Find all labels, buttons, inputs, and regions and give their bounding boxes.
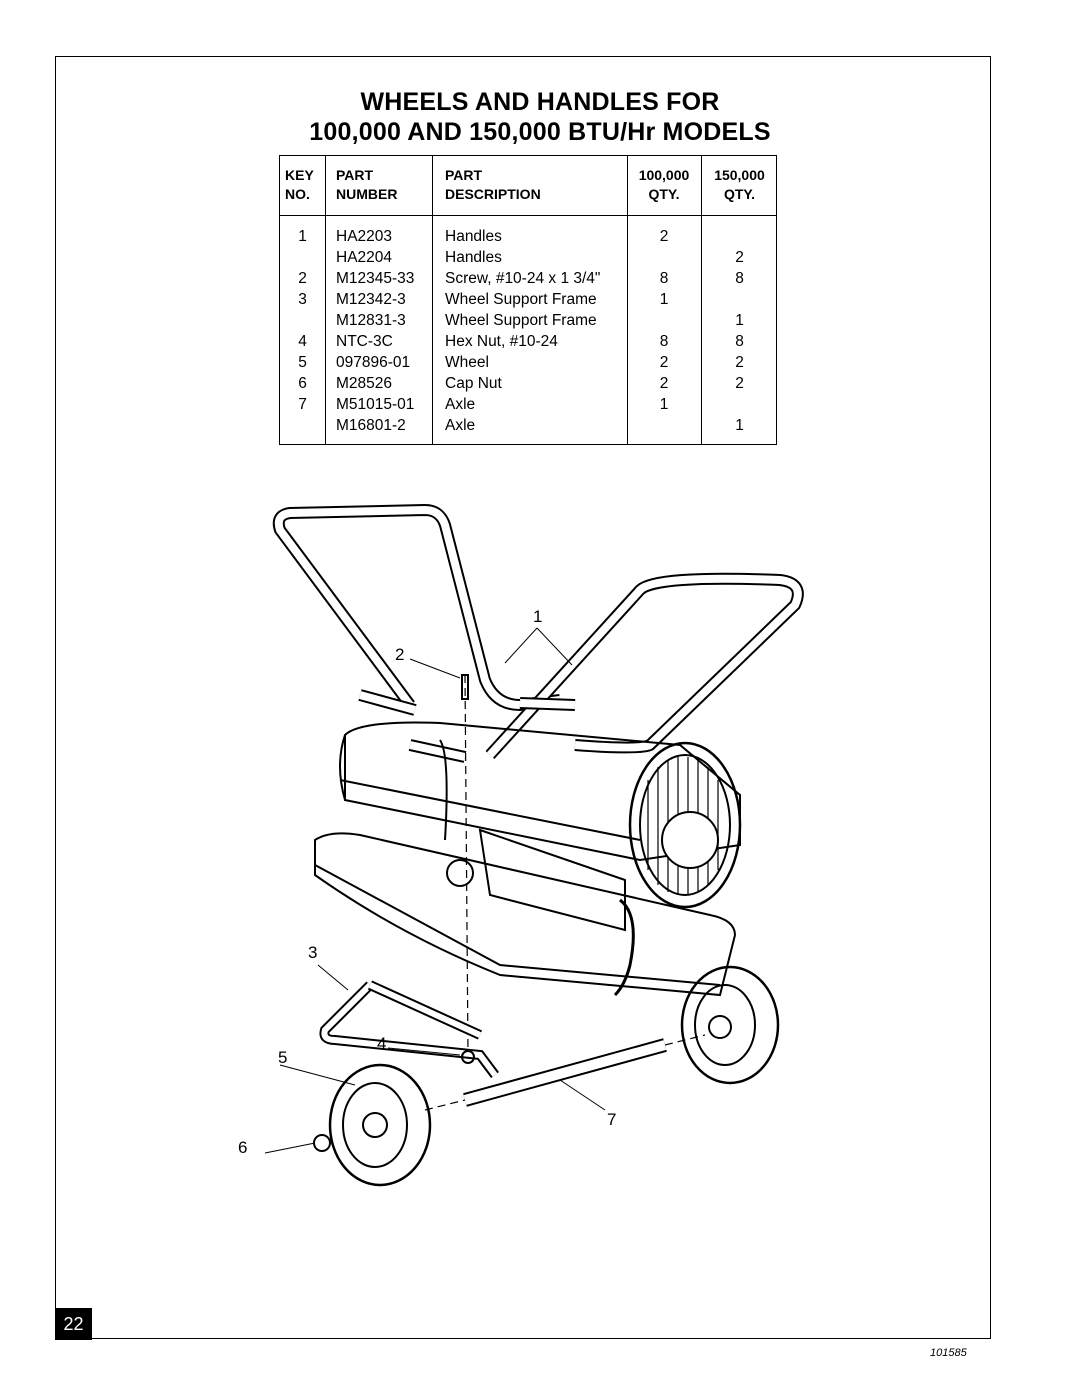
header-key: KEY NO. xyxy=(285,166,314,204)
header-key-line2: NO. xyxy=(285,186,310,202)
header-part-number: PART NUMBER xyxy=(336,166,397,204)
callout-5: 5 xyxy=(278,1048,288,1067)
table-cell-q100: 2 xyxy=(659,354,669,371)
table-cell-key: 5 xyxy=(298,354,307,371)
header-qty-100-line1: 100,000 xyxy=(638,167,690,183)
table-cell-part: M12342-3 xyxy=(336,291,406,308)
fuel-tank xyxy=(314,832,737,997)
table-cell-desc: Axle xyxy=(445,396,476,413)
column-divider xyxy=(432,156,433,444)
table-cell-part: M12831-3 xyxy=(336,312,406,329)
table-cell-key: 2 xyxy=(298,270,307,287)
column-divider xyxy=(325,156,326,444)
table-cell-desc: Handles xyxy=(445,249,502,266)
hex-nut xyxy=(461,1050,475,1064)
header-qty-150-line1: 150,000 xyxy=(714,167,765,183)
header-description: PART DESCRIPTION xyxy=(445,166,541,204)
header-description-line2: DESCRIPTION xyxy=(445,186,541,202)
table-cell-key: 6 xyxy=(298,375,307,392)
column-divider xyxy=(701,156,702,444)
header-qty-100: 100,000 QTY. xyxy=(627,166,701,204)
table-cell-desc: Wheel Support Frame xyxy=(445,291,597,308)
page-frame xyxy=(55,56,991,1339)
left-wheel xyxy=(328,1063,432,1187)
table-cell-key: 4 xyxy=(298,333,307,350)
table-cell-desc: Handles xyxy=(445,228,502,245)
table-cell-q150: 8 xyxy=(735,270,744,287)
table-cell-key: 3 xyxy=(298,291,307,308)
left-handle xyxy=(272,503,561,712)
table-cell-desc: Wheel Support Frame xyxy=(445,312,597,329)
fan-grille xyxy=(628,741,742,909)
table-cell-q150: 2 xyxy=(735,249,744,266)
table-cell-part: HA2204 xyxy=(336,249,393,266)
header-description-line1: PART xyxy=(445,167,483,183)
table-cell-q100: 2 xyxy=(659,375,669,392)
table-cell-desc: Screw, #10-24 x 1 3/4" xyxy=(445,270,601,287)
table-cell-part: NTC-3C xyxy=(336,333,393,350)
table-cell-q100: 8 xyxy=(659,333,669,350)
table-cell-q150: 1 xyxy=(735,312,744,329)
page-number: 22 xyxy=(55,1308,92,1340)
callout-4: 4 xyxy=(377,1034,387,1053)
table-cell-q150: 2 xyxy=(735,354,744,371)
table-cell-q100: 1 xyxy=(659,291,669,308)
table-cell-q150: 2 xyxy=(735,375,744,392)
header-qty-150-line2: QTY. xyxy=(723,186,756,202)
table-cell-q100: 1 xyxy=(659,396,669,413)
table-cell-q150: 1 xyxy=(735,417,744,434)
table-cell-key: 1 xyxy=(298,228,307,245)
table-cell-q100: 8 xyxy=(659,270,669,287)
column-divider xyxy=(627,156,628,444)
header-part-number-line1: PART xyxy=(336,167,374,183)
table-cell-part: M28526 xyxy=(336,375,393,392)
cap-nut xyxy=(313,1134,331,1152)
header-part-number-line2: NUMBER xyxy=(336,186,398,202)
callout-2: 2 xyxy=(395,645,405,664)
table-cell-desc: Wheel xyxy=(445,354,489,371)
table-cell-desc: Cap Nut xyxy=(445,375,502,392)
heater-body xyxy=(344,721,741,862)
table-cell-part: M12345-33 xyxy=(336,270,415,287)
callout-3: 3 xyxy=(308,943,318,962)
callout-7: 7 xyxy=(607,1110,617,1129)
table-cell-desc: Axle xyxy=(445,417,476,434)
header-key-line1: KEY xyxy=(285,167,314,183)
page-subtitle: 100,000 AND 150,000 BTU/Hr MODELS xyxy=(309,118,771,146)
header-qty-100-line2: QTY. xyxy=(648,186,680,202)
table-cell-part: M16801-2 xyxy=(336,417,406,434)
table-cell-part: M51015-01 xyxy=(336,396,415,413)
table-cell-q100: 2 xyxy=(659,228,669,245)
table-cell-part: HA2203 xyxy=(336,228,393,245)
right-wheel xyxy=(680,965,780,1085)
callout-6: 6 xyxy=(238,1138,248,1157)
header-qty-150: 150,000 QTY. xyxy=(701,166,778,204)
parts-table: KEY NO. PART NUMBER PART DESCRIPTION 100… xyxy=(279,155,777,445)
exploded-view-diagram: 1 2 3 4 5 6 7 xyxy=(220,495,820,1195)
power-cord xyxy=(613,898,635,997)
heater-cart-illustration xyxy=(264,503,804,1187)
page-title: WHEELS AND HANDLES FOR xyxy=(360,88,720,116)
callout-1: 1 xyxy=(533,607,543,626)
header-divider xyxy=(280,215,776,216)
right-handle xyxy=(485,572,804,760)
table-cell-desc: Hex Nut, #10-24 xyxy=(445,333,558,350)
screw xyxy=(461,674,469,700)
document-code: 101585 xyxy=(930,1347,967,1359)
table-cell-key: 7 xyxy=(298,396,307,413)
table-cell-part: 097896-01 xyxy=(336,354,411,371)
table-cell-q150: 8 xyxy=(735,333,744,350)
